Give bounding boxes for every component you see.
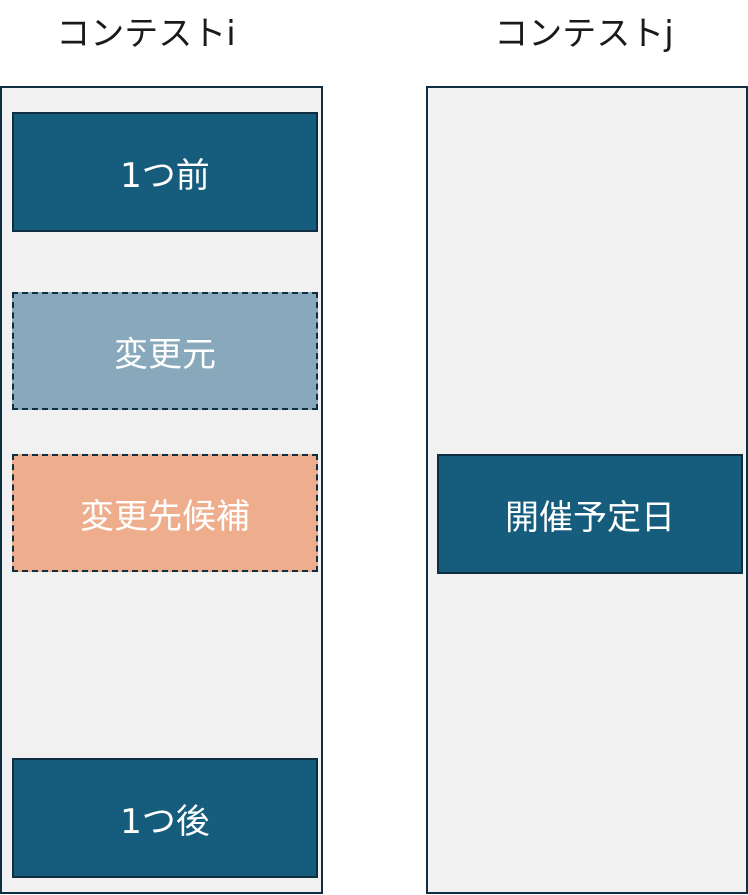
contest-j-title: コンテストj	[494, 14, 674, 54]
next-block: 1つ後	[12, 758, 318, 878]
change-source-block: 変更元	[12, 292, 318, 410]
scheduled-date-block: 開催予定日	[437, 454, 743, 574]
contest-i-column: 1つ前 変更元 変更先候補 1つ後	[0, 86, 323, 894]
change-candidate-block: 変更先候補	[12, 454, 318, 572]
contest-i-title: コンテストi	[56, 14, 236, 54]
contest-j-column: 開催予定日	[426, 86, 748, 894]
previous-block: 1つ前	[12, 112, 318, 232]
